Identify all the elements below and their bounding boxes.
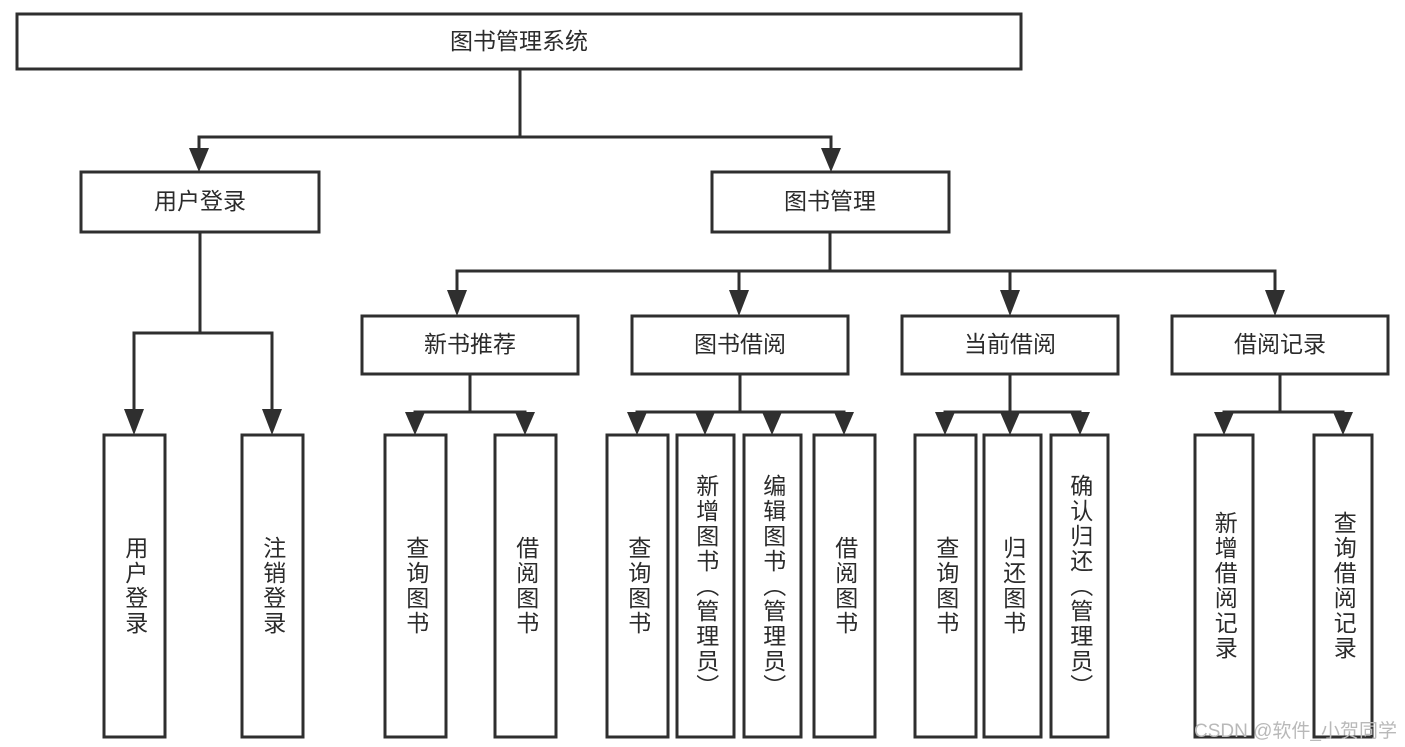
arrow-head-to-new-book-recommend: [447, 290, 467, 316]
node-new-book-recommend-label: 新书推荐: [424, 331, 516, 357]
arrow-head-to-current-borrow: [1000, 290, 1020, 316]
arrow-head-to-leaf-query-record: [1333, 412, 1353, 435]
arrow-head-to-leaf-user-login: [124, 409, 144, 435]
arrow-head-to-leaf-user-logout: [262, 409, 282, 435]
arrow-head-to-leaf-query-book-1: [405, 412, 425, 435]
arrow-head-to-leaf-borrow-book-2: [834, 412, 854, 435]
node-current-borrow-box[interactable]: [900, 314, 1120, 376]
arrow-head-to-leaf-return-book: [1000, 412, 1020, 435]
arrow-head-to-leaf-add-book: [695, 412, 715, 435]
arrow-head-to-leaf-edit-book: [762, 412, 782, 435]
arrow-head-to-leaf-confirm-return: [1070, 412, 1090, 435]
arrow-head-to-book-borrow: [729, 290, 749, 316]
node-borrow-record-box[interactable]: [1170, 314, 1390, 376]
node-leaf-return-book-box[interactable]: [982, 433, 1043, 739]
node-leaf-edit-book-box[interactable]: [742, 433, 803, 739]
node-root-label: 图书管理系统: [450, 28, 588, 54]
node-leaf-query-book-3-box[interactable]: [913, 433, 978, 739]
node-leaf-confirm-return-box[interactable]: [1049, 433, 1110, 739]
node-borrow-record-label: 借阅记录: [1234, 331, 1326, 357]
arrow-head-to-user-login: [189, 148, 209, 172]
node-leaf-user-logout-box[interactable]: [240, 433, 305, 739]
node-leaf-query-book-1-box[interactable]: [383, 433, 448, 739]
node-book-borrow-label: 图书借阅: [694, 331, 786, 357]
node-root-box[interactable]: [15, 12, 1023, 71]
node-leaf-borrow-book-1-box[interactable]: [493, 433, 558, 739]
node-leaf-query-record-box[interactable]: [1312, 433, 1374, 739]
arrow-head-to-leaf-query-book-2: [627, 412, 647, 435]
arrow-head-to-leaf-query-book-3: [935, 412, 955, 435]
node-user-login-label: 用户登录: [154, 188, 246, 214]
node-current-borrow-label: 当前借阅: [964, 331, 1056, 357]
arrow-head-to-borrow-record: [1265, 290, 1285, 316]
node-new-book-recommend-box[interactable]: [360, 314, 580, 376]
arrow-head-to-leaf-add-record: [1214, 412, 1234, 435]
node-leaf-query-book-2-box[interactable]: [605, 433, 670, 739]
node-book-management-box[interactable]: [710, 170, 951, 234]
node-leaf-add-book-box[interactable]: [675, 433, 736, 739]
arrow-head-to-leaf-borrow-book-1: [515, 412, 535, 435]
node-leaf-add-record-box[interactable]: [1193, 433, 1255, 739]
node-leaf-borrow-book-2-box[interactable]: [812, 433, 877, 739]
node-book-borrow-box[interactable]: [630, 314, 850, 376]
node-book-management-label: 图书管理: [784, 188, 876, 214]
watermark-text: CSDN @软件_小贺同学: [1194, 721, 1397, 742]
node-leaf-user-login-box[interactable]: [102, 433, 167, 739]
arrow-head-to-book-management: [821, 148, 841, 172]
